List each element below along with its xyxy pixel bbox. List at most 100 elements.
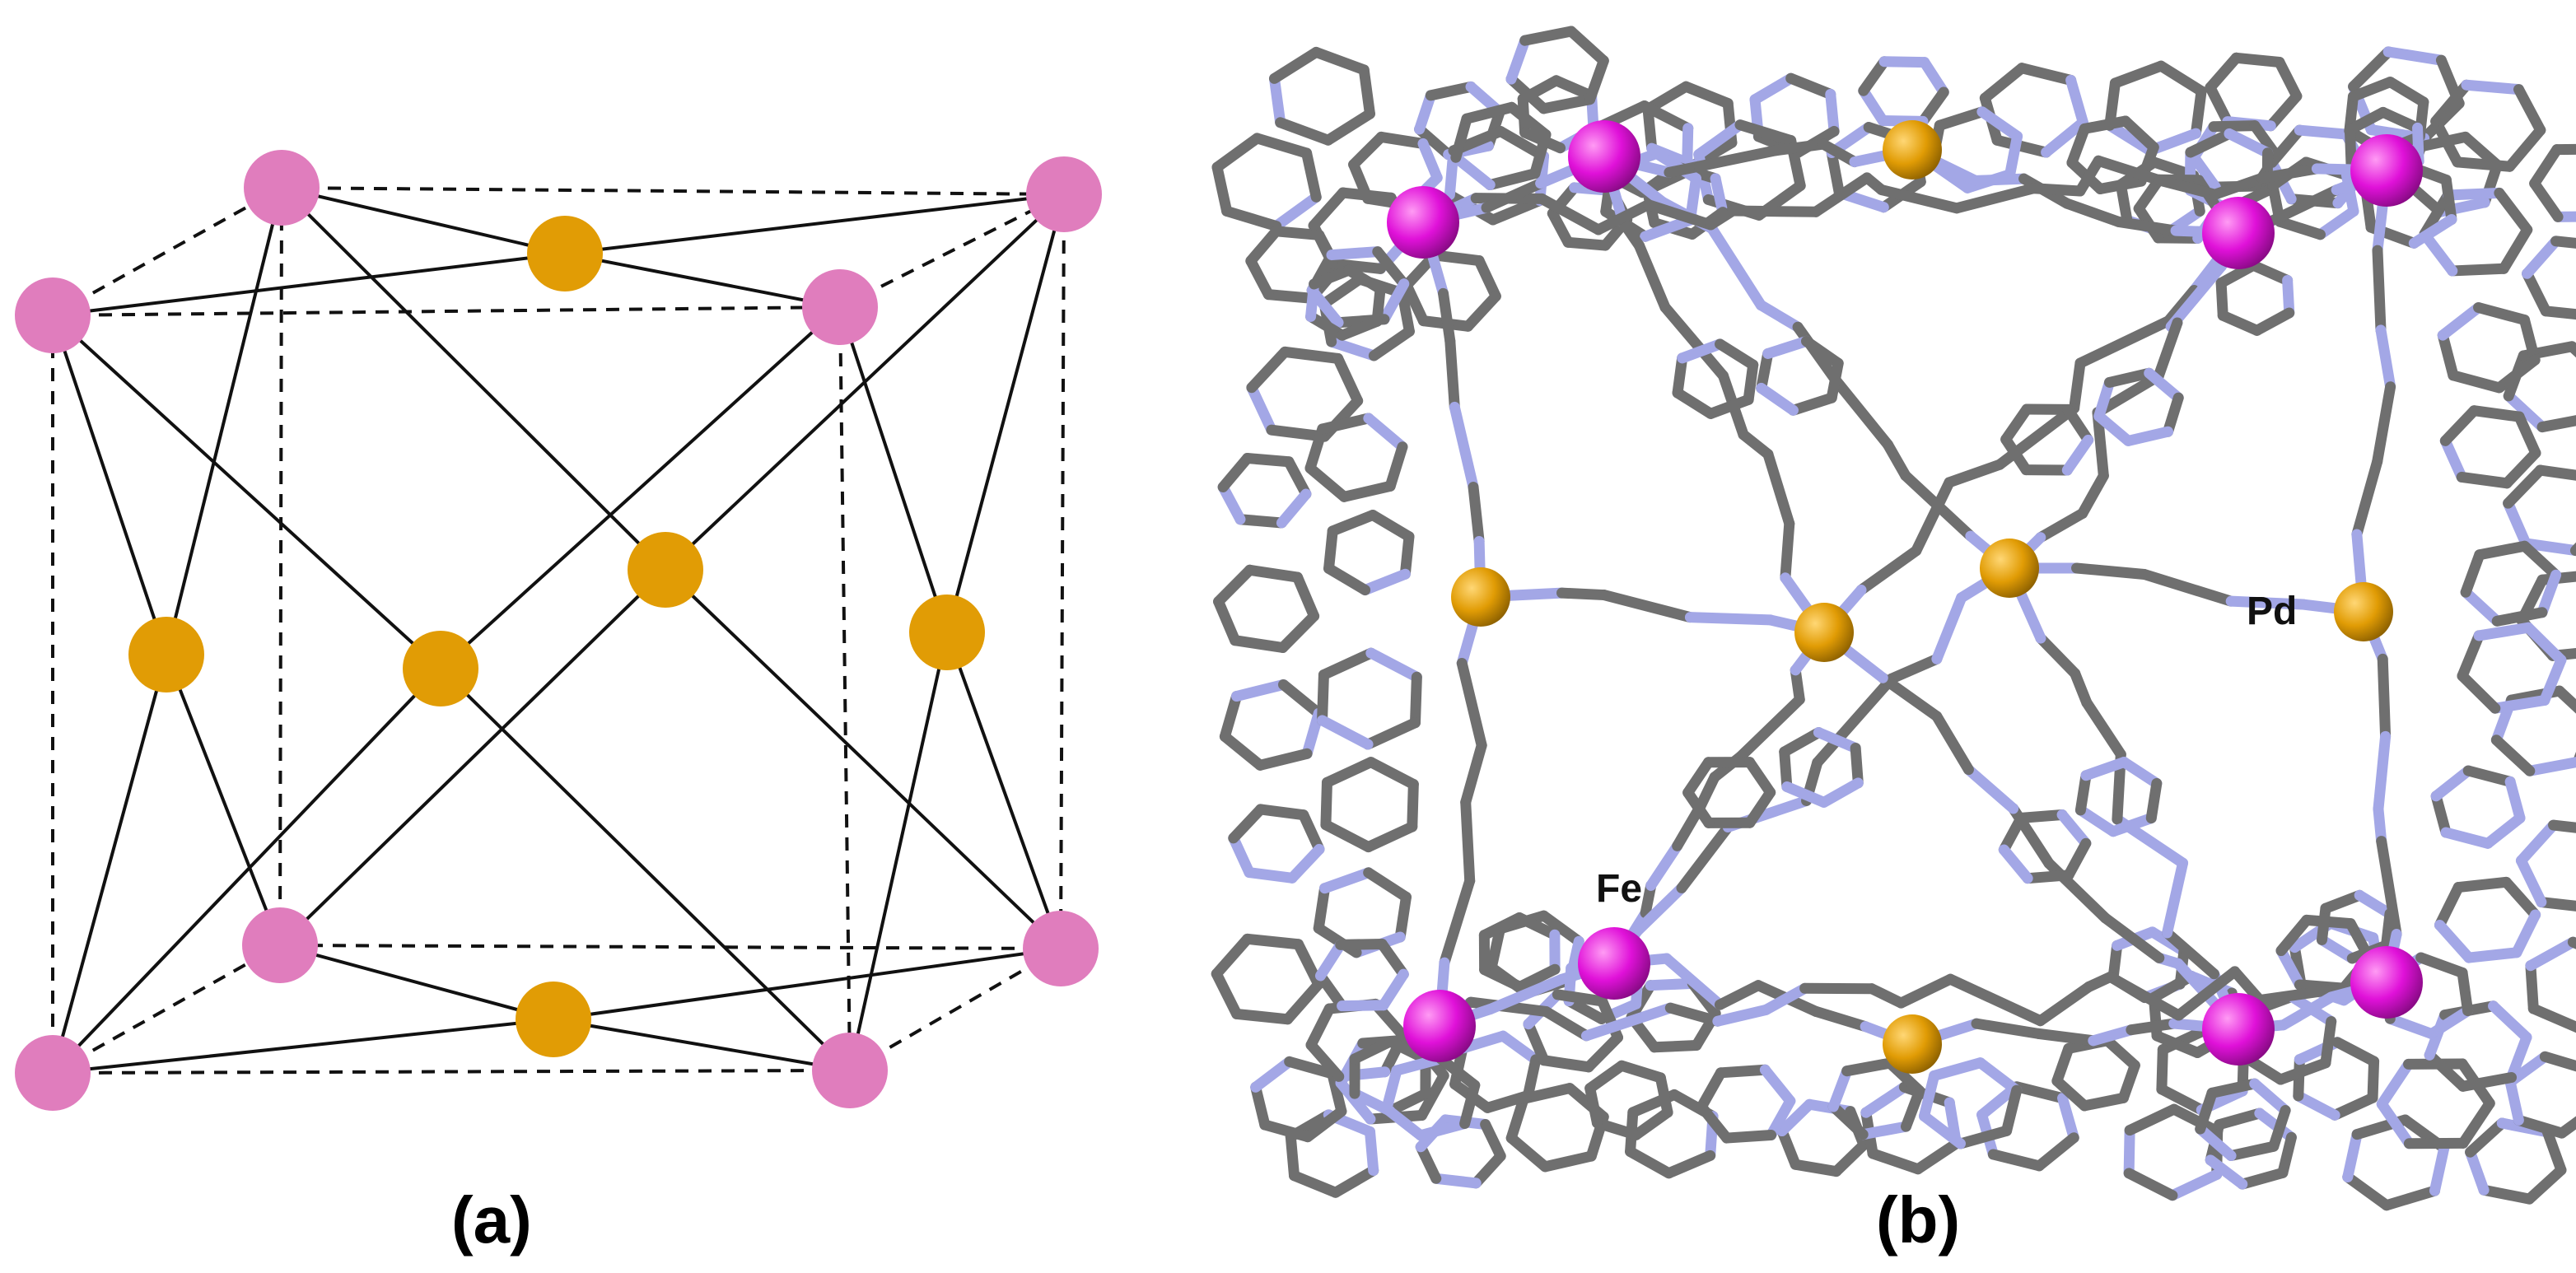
pd-fe-link <box>280 186 667 571</box>
bond <box>1375 131 1429 149</box>
bond <box>2372 381 2396 468</box>
bond <box>2015 809 2068 823</box>
bond <box>1841 1057 1896 1077</box>
cube-edge-dashed <box>278 187 283 946</box>
bond <box>2367 1056 2380 1103</box>
bond <box>1250 1056 1295 1093</box>
bond <box>1785 72 1836 100</box>
bond <box>2156 1084 2207 1116</box>
bond <box>1876 184 1962 214</box>
bond <box>1327 1068 1347 1117</box>
bond <box>2430 790 2452 838</box>
bond <box>2500 876 2541 921</box>
bond <box>1217 453 1253 493</box>
bond <box>2252 307 2295 336</box>
bond <box>2155 60 2207 97</box>
bond <box>1219 691 1243 742</box>
bond <box>1593 199 1654 235</box>
bond <box>2254 981 2362 1006</box>
cube-edge-dashed <box>52 305 841 317</box>
bond <box>2156 1044 2168 1095</box>
bond <box>2077 470 2109 520</box>
bond <box>2195 1087 2218 1135</box>
bond <box>2278 991 2337 1031</box>
bond <box>2282 275 2295 319</box>
pd-fe-link <box>278 568 667 947</box>
pd-atom <box>1980 539 2039 598</box>
bond <box>2206 1078 2261 1098</box>
bond <box>1776 1126 1801 1170</box>
pd-fe-link <box>279 944 554 1021</box>
bond <box>2277 1131 2297 1178</box>
bond <box>2069 357 2086 414</box>
bond <box>1363 867 1412 902</box>
bond <box>1255 804 1309 821</box>
bond <box>1308 187 1349 231</box>
bond <box>2522 268 2551 317</box>
bond <box>2167 1168 2223 1201</box>
bond <box>1998 812 2027 856</box>
pd-fe-link <box>439 667 852 1072</box>
bond <box>2011 1081 2069 1104</box>
bond <box>2447 263 2509 277</box>
bond <box>2498 224 2533 274</box>
bond <box>2229 966 2266 1006</box>
bond <box>2079 1092 2129 1112</box>
bond <box>1326 246 1384 261</box>
bond <box>1367 510 1415 543</box>
bond <box>1756 347 1774 394</box>
fe-atom-group <box>1387 120 2423 1065</box>
bond <box>2452 876 2512 893</box>
bond <box>2524 757 2576 776</box>
bond <box>1934 106 1988 131</box>
bond <box>2230 52 2285 68</box>
pd-atom <box>1451 567 1510 627</box>
bond <box>1301 707 1324 759</box>
bond <box>1231 1008 1294 1025</box>
bond <box>1486 923 1506 973</box>
bond <box>2205 82 2233 128</box>
bond <box>2329 1092 2378 1121</box>
bond <box>2448 370 2505 394</box>
bond <box>1882 439 1911 482</box>
bond <box>1756 382 1799 416</box>
bond <box>1435 1053 1481 1091</box>
bond <box>2074 770 2092 816</box>
bond <box>1365 757 1419 790</box>
bond <box>1505 73 1549 114</box>
bond <box>1213 596 1241 646</box>
bond <box>1365 1126 1379 1177</box>
bond <box>1282 978 1324 1025</box>
bond <box>1450 152 1496 191</box>
bond <box>1895 973 1956 1009</box>
bond <box>1818 138 1860 168</box>
pd-fe-link <box>553 1018 851 1072</box>
bond <box>2503 497 2532 549</box>
bond <box>1855 545 1922 596</box>
bond <box>2525 936 2576 972</box>
bond <box>1584 1083 1603 1129</box>
bond <box>2265 91 2303 132</box>
bond <box>1825 88 1840 137</box>
bond <box>2513 411 2541 459</box>
bond <box>1911 477 1955 557</box>
bond <box>2504 776 2526 823</box>
bond <box>1323 108 1375 146</box>
bond <box>2567 936 2576 949</box>
bond <box>2518 315 2541 366</box>
bond <box>2342 1129 2363 1182</box>
bond <box>2115 179 2133 226</box>
bond <box>2437 301 2485 341</box>
bond <box>1323 525 1338 574</box>
bond <box>2460 586 2503 627</box>
pd-fe-link <box>945 632 1062 949</box>
pd-atom <box>1883 120 1942 180</box>
bond <box>2320 889 2365 914</box>
bond <box>1416 1070 1449 1121</box>
bond <box>1715 1064 1771 1079</box>
bond <box>2314 206 2359 240</box>
bond <box>1358 64 1375 119</box>
bond <box>1759 1064 1796 1107</box>
pd-fe-link <box>51 314 442 670</box>
bond <box>2151 1030 2203 1058</box>
